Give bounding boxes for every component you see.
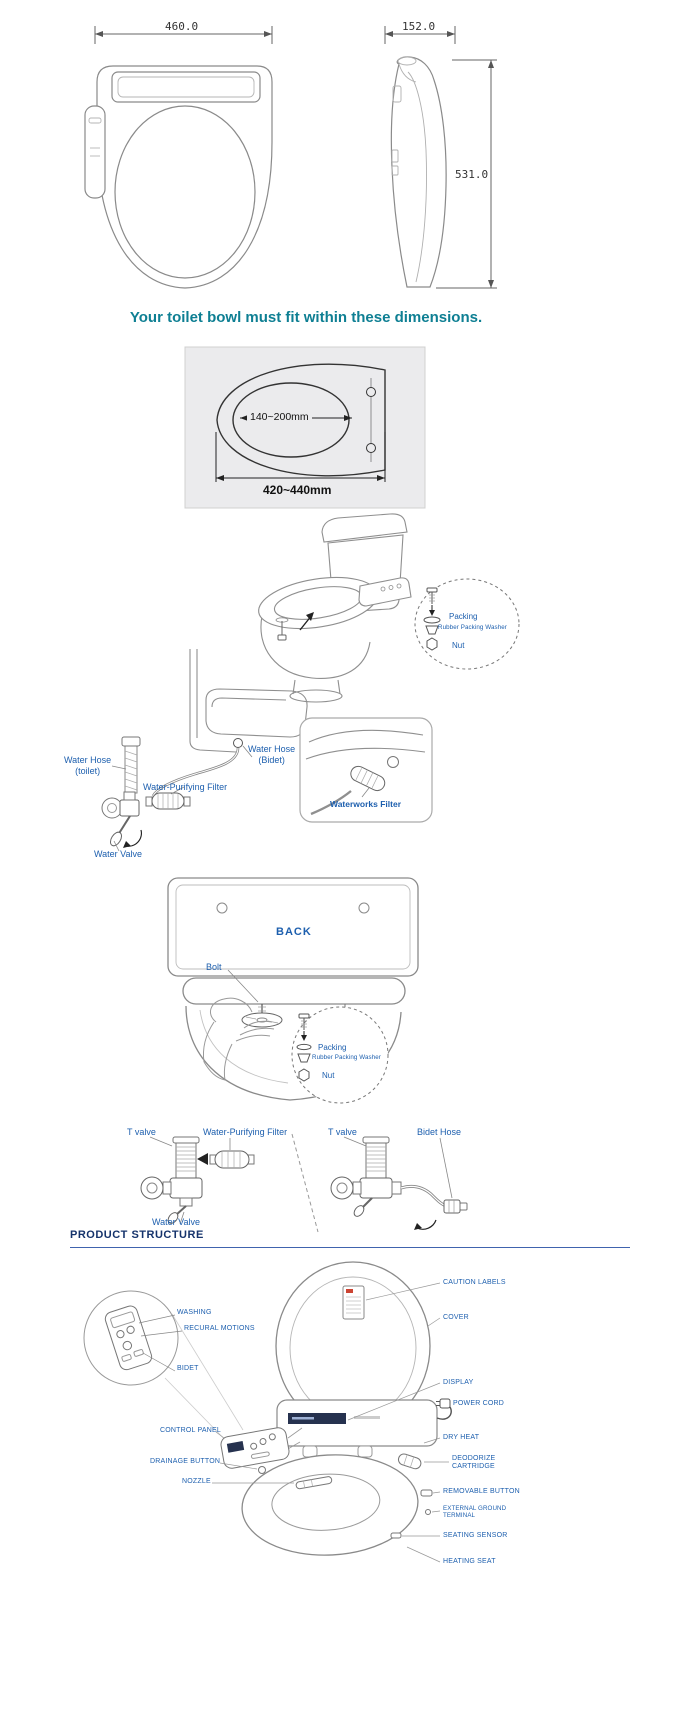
- label-washing: WASHING: [177, 1309, 212, 1316]
- label-removable-button: REMOVABLE BUTTON: [443, 1488, 520, 1495]
- label-nozzle: NOZZLE: [182, 1478, 211, 1485]
- dim-front-width: 460.0: [163, 20, 201, 33]
- dim-side-depth: 152.0: [400, 20, 438, 33]
- bolt-hole-top: [366, 387, 376, 397]
- back-view-drawing: [167, 877, 419, 1104]
- label-bolt: Bolt: [206, 962, 222, 972]
- label-nut-back: Nut: [322, 1071, 335, 1080]
- parts-callout-circle-back: [291, 1006, 389, 1104]
- label-control-panel: CONTROL PANEL: [160, 1427, 221, 1434]
- dim-height: 531.0: [453, 168, 491, 181]
- bidet-inlet: [233, 738, 243, 748]
- label-rubber-packing-washer-back: Rubber Packing Washer: [312, 1054, 381, 1061]
- label-water-valve: Water Valve: [94, 849, 143, 859]
- parts-callout-circle: [414, 578, 520, 670]
- bolt-parts-icons: [423, 587, 441, 651]
- label-bidet-hose: Bidet Hose: [417, 1127, 462, 1137]
- power-cord-drawing: [436, 1398, 452, 1420]
- label-dry-heat: DRY HEAT: [443, 1434, 480, 1441]
- bowl-dimension-drawing: [184, 346, 426, 509]
- label-nut: Nut: [452, 641, 465, 650]
- label-recural-motions: RECURAL MOTIONS: [184, 1325, 255, 1332]
- t-valve-drawings: [140, 1133, 468, 1233]
- bowl-outline: [216, 363, 386, 477]
- drainage-button-drawing: [258, 1466, 266, 1474]
- bolt-hole-bottom: [366, 443, 376, 453]
- side-view-drawing: [390, 56, 447, 288]
- seat-drawing: [241, 1454, 419, 1556]
- water-hookup-drawing: [101, 649, 433, 852]
- removable-button-drawing: [420, 1489, 433, 1497]
- dimension-arrowheads: [95, 31, 494, 288]
- install-arrow: [299, 612, 314, 631]
- label-heating-seat: HEATING SEAT: [443, 1558, 496, 1565]
- label-bidet: BIDET: [177, 1365, 199, 1372]
- label-seating-sensor: SEATING SENSOR: [443, 1532, 508, 1539]
- bolt-parts-icons-back: [296, 1013, 312, 1082]
- deodorize-cartridge-drawing: [397, 1453, 422, 1470]
- label-leader-lines: [212, 1282, 449, 1563]
- remote-control-drawing: [104, 1305, 153, 1371]
- product-structure-title: PRODUCT STRUCTURE: [70, 1229, 204, 1241]
- label-cover: COVER: [443, 1314, 469, 1321]
- label-water-hose-bidet: Water Hose (Bidet): [248, 744, 296, 765]
- product-structure-rule: [70, 1247, 630, 1248]
- purifying-filter-icon: [145, 792, 191, 810]
- label-ground-terminal: EXTERNAL GROUND TERMINAL: [443, 1505, 507, 1520]
- waterworks-filter-zoom-box: [299, 717, 433, 823]
- toilet-hose: [121, 736, 141, 794]
- label-drainage-button: DRAINAGE BUTTON: [150, 1458, 221, 1465]
- label-caution-labels: CAUTION LABELS: [443, 1279, 506, 1286]
- purifying-filter-icon-2: [197, 1150, 255, 1169]
- t-valve-right-drawing: [330, 1136, 402, 1217]
- caution-label-sticker: [342, 1285, 365, 1320]
- ground-terminal-drawing: [425, 1509, 431, 1515]
- label-purifying-filter: Water-Purifying Filter: [143, 782, 228, 792]
- body-drawing: [276, 1399, 438, 1447]
- dim-bowl-width: 420~440mm: [260, 483, 335, 497]
- label-water-valve-2: Water Valve: [152, 1217, 201, 1227]
- nozzle-drawing: [295, 1476, 333, 1490]
- separator-dashed: [291, 1133, 319, 1233]
- water-valve-icon: [101, 791, 142, 848]
- t-valve-left-drawing: [140, 1136, 203, 1224]
- bidet-hose-drawing: [400, 1184, 468, 1230]
- seating-sensor-drawing: [390, 1532, 402, 1539]
- label-water-hose-toilet: Water Hose (toilet): [64, 755, 112, 776]
- label-power-cord: POWER CORD: [453, 1400, 504, 1407]
- label-display: DISPLAY: [443, 1379, 474, 1386]
- toilet-install-drawing: [258, 513, 520, 703]
- display-drawing: [288, 1413, 346, 1424]
- label-packing-back: Packing: [318, 1043, 347, 1052]
- label-purifying-filter-2: Water-Purifying Filter: [203, 1127, 288, 1137]
- label-t-valve-left: T valve: [127, 1127, 156, 1137]
- fit-heading: Your toilet bowl must fit within these d…: [129, 309, 483, 326]
- toilet-corner-drawing: [189, 649, 308, 753]
- label-waterworks-filter: Waterworks Filter: [330, 799, 402, 809]
- dimension-lines: [94, 26, 497, 289]
- dimension-drawings: [84, 26, 497, 289]
- label-rubber-packing-washer: Rubber Packing Washer: [438, 624, 507, 631]
- front-view-drawing: [84, 65, 273, 289]
- label-packing: Packing: [449, 612, 478, 621]
- product-structure-drawing: [83, 1261, 452, 1563]
- toilet-drawing: [258, 513, 412, 703]
- label-t-valve-right: T valve: [328, 1127, 357, 1137]
- control-panel-drawing: [220, 1427, 290, 1469]
- label-deodorize-cartridge: DEODORIZE CARTRIDGE: [452, 1455, 496, 1471]
- back-view-title: BACK: [276, 926, 312, 938]
- dim-bolt-span: 140~200mm: [247, 411, 312, 423]
- hand-drawing: [203, 997, 275, 1081]
